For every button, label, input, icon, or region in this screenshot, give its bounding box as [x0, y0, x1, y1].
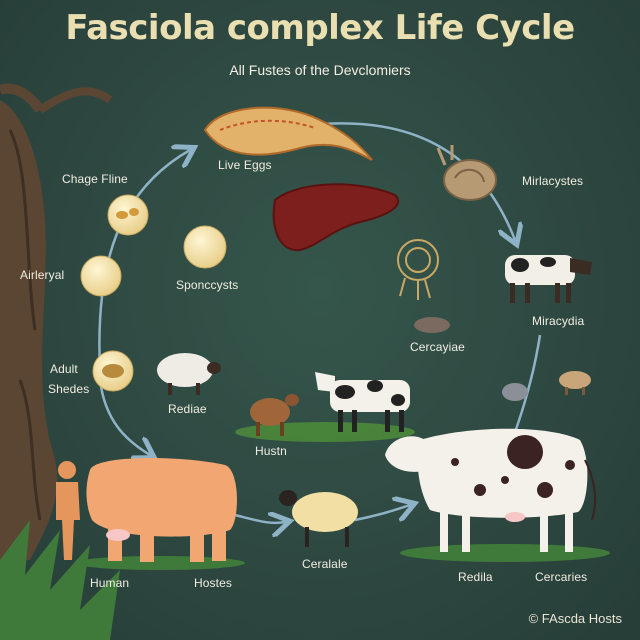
label-ceralale: Ceralale — [302, 557, 348, 571]
cow-icon — [385, 428, 597, 552]
liver-icon — [272, 183, 399, 252]
diagram-title: Fasciola complex Life Cycle — [65, 8, 575, 48]
goat-icon — [250, 394, 299, 436]
human-icon — [56, 461, 80, 560]
miracidium-icon — [397, 239, 439, 300]
cow-icon — [315, 372, 410, 432]
label-rediae: Rediae — [168, 402, 207, 416]
fluke-icon — [203, 106, 373, 161]
tree-icon — [0, 83, 120, 640]
credit-text: © FAscda Hosts — [528, 611, 622, 626]
pig-icon — [86, 458, 237, 562]
label-redila: Redila — [458, 570, 493, 584]
label-sponccysts: Sponccysts — [176, 278, 239, 292]
label-adult: Adult — [50, 362, 78, 376]
label-mirlacystes: Mirlacystes — [522, 174, 584, 188]
label-shedes: Shedes — [48, 382, 90, 396]
cycle-arrows — [98, 122, 542, 523]
label-human: Human — [90, 576, 130, 590]
cercaria-icon — [414, 317, 450, 333]
label-live-eggs: Live Eggs — [218, 158, 272, 172]
label-cercayiae: Cercayiae — [410, 340, 465, 354]
label-chage-fline: Chage Fline — [62, 172, 128, 186]
diagram-subtitle: All Fustes of the Devclomiers — [229, 62, 411, 78]
sheep-icon — [279, 490, 358, 547]
sheep-icon — [157, 353, 221, 395]
snail-icon — [436, 145, 497, 201]
label-hostes: Hostes — [194, 576, 232, 590]
egg-icon — [80, 194, 227, 392]
label-airleryal: Airleryal — [20, 268, 65, 282]
label-hustn: Hustn — [255, 444, 287, 458]
pig-icon — [502, 371, 591, 401]
label-miracydia: Miracydia — [532, 314, 585, 328]
cow-icon — [505, 255, 592, 303]
label-cercaries: Cercaries — [535, 570, 588, 584]
